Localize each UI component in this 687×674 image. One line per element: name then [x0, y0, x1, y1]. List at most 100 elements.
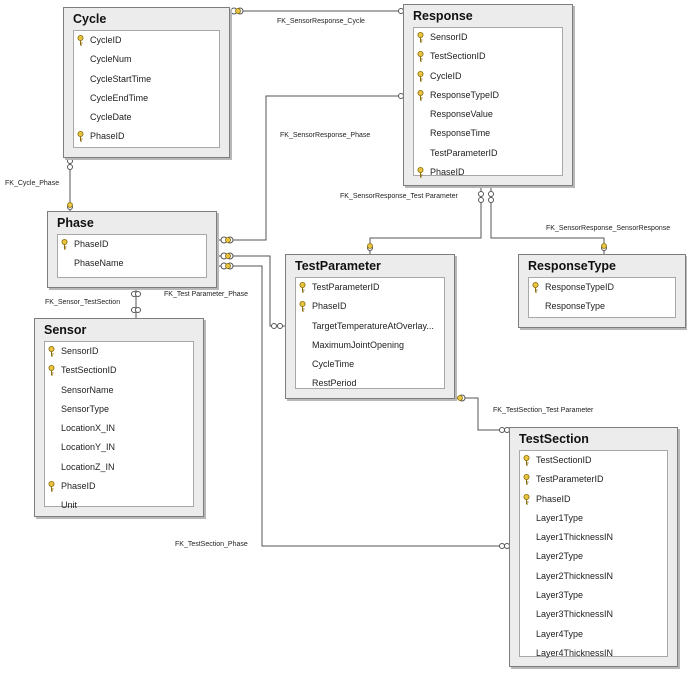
primary-key-icon — [48, 365, 55, 376]
column-name: PhaseID — [90, 131, 125, 142]
column-row[interactable]: MaximumJointOpening — [296, 336, 444, 355]
column-row[interactable]: ResponseValue — [414, 105, 562, 124]
wire-sensorresponse-responsetype — [490, 186, 605, 254]
column-row[interactable]: CycleID — [74, 31, 219, 50]
column-name: SensorID — [61, 346, 99, 356]
primary-key-icon — [417, 167, 424, 178]
primary-key-icon — [77, 35, 84, 46]
column-row[interactable]: SensorID — [45, 342, 193, 361]
table-title: Response — [413, 9, 473, 23]
column-name: LocationY_IN — [61, 442, 116, 453]
primary-key-icon — [417, 89, 424, 101]
column-name: CycleID — [430, 70, 462, 81]
column-name: RestPeriod — [312, 378, 357, 389]
column-name: SensorType — [61, 403, 110, 414]
column-name: PhaseID — [430, 167, 465, 178]
column-row[interactable]: PhaseID — [520, 490, 667, 509]
column-list: TestParameterID PhaseID TargetTemperatureA… — [295, 277, 445, 389]
column-row[interactable]: PhaseID — [45, 477, 193, 496]
column-name: Layer1Type — [536, 512, 584, 523]
primary-key-icon — [532, 282, 539, 293]
column-row[interactable]: Layer3Type — [520, 586, 667, 605]
column-row[interactable]: Layer1ThicknessIN — [520, 528, 667, 547]
primary-key-icon — [61, 239, 68, 250]
column-name: Layer3Type — [536, 590, 584, 601]
column-row[interactable]: PhaseID — [414, 163, 562, 182]
column-row[interactable]: TestParameterID — [296, 278, 444, 297]
column-row[interactable]: Layer4ThicknessIN — [520, 644, 667, 663]
column-row[interactable]: ResponseTime — [414, 124, 562, 143]
column-row[interactable]: SensorID — [414, 28, 562, 47]
column-row[interactable]: LocationY_IN — [45, 438, 193, 457]
rel-label-sensorresponse-sensorresponse: FK_SensorResponse_SensorResponse — [546, 225, 671, 232]
column-row[interactable]: CycleStartTime — [74, 70, 219, 89]
column-row[interactable]: SensorType — [45, 400, 193, 419]
column-row[interactable]: CycleDate — [74, 108, 219, 127]
column-name: TestSectionID — [61, 365, 117, 376]
column-row[interactable]: TestParameterID — [414, 144, 562, 163]
column-name: Layer4Type — [536, 628, 584, 639]
wire-sensorresponse-phase — [218, 95, 406, 241]
column-name: ResponseValue — [430, 109, 493, 120]
column-row[interactable]: ResponseTypeID — [529, 278, 675, 297]
rel-label-sensorresponse-testparameter: FK_SensorResponse_Test Parameter — [340, 193, 458, 200]
column-row[interactable]: ResponseType — [529, 297, 675, 316]
column-row[interactable]: Layer4Type — [520, 625, 667, 644]
column-name: CycleID — [90, 35, 122, 45]
rel-label-sensor-testsection: FK_Sensor_TestSection — [45, 299, 121, 306]
rel-label-sensorresponse-cycle: FK_SensorResponse_Cycle — [277, 18, 365, 25]
column-row[interactable]: Layer2Type — [520, 547, 667, 566]
column-row[interactable]: SensorName — [45, 381, 193, 400]
column-row[interactable]: PhaseID — [296, 297, 444, 316]
column-name: LocationZ_IN — [61, 461, 115, 472]
primary-key-icon — [77, 131, 84, 142]
column-row[interactable]: CycleID — [414, 67, 562, 86]
column-row[interactable]: RestPeriod — [296, 374, 444, 393]
column-row[interactable]: CycleTime — [296, 355, 444, 374]
column-name: Layer2Type — [536, 551, 584, 562]
column-name: ResponseType — [545, 301, 606, 312]
primary-key-icon — [48, 346, 55, 357]
column-row[interactable]: Layer1Type — [520, 509, 667, 528]
column-row[interactable]: PhaseName — [58, 254, 206, 273]
column-row[interactable]: TestSectionID — [45, 361, 193, 380]
column-row[interactable]: Layer3ThicknessIN — [520, 605, 667, 624]
primary-key-icon — [299, 301, 306, 312]
column-row[interactable]: TestSectionID — [520, 451, 667, 470]
column-row[interactable]: PhaseID — [74, 127, 219, 146]
primary-key-icon — [523, 493, 530, 505]
column-name: Unit — [61, 500, 78, 511]
column-name: TestSectionID — [536, 455, 592, 465]
column-row[interactable]: CycleEndTime — [74, 89, 219, 108]
table-title: Phase — [57, 216, 94, 230]
primary-key-icon — [417, 51, 424, 62]
column-row[interactable]: TestSectionID — [414, 47, 562, 66]
column-row[interactable]: LocationZ_IN — [45, 458, 193, 477]
column-row[interactable]: Unit — [45, 496, 193, 515]
column-row[interactable]: TestParameterID — [520, 470, 667, 489]
column-name: CycleTime — [312, 359, 355, 370]
column-name: TestParameterID — [430, 147, 498, 158]
column-row[interactable]: TargetTemperatureAtOverlay... — [296, 317, 444, 336]
column-row[interactable]: Layer2ThicknessIN — [520, 567, 667, 586]
column-row[interactable]: CycleNum — [74, 50, 219, 69]
column-name: CycleEndTime — [90, 92, 149, 103]
rel-label-testsection-phase: FK_TestSection_Phase — [175, 541, 248, 548]
column-name: TargetTemperatureAtOverlay... — [312, 320, 434, 331]
table-responsetype[interactable]: ResponseType ResponseTypeID ResponseType — [518, 254, 686, 328]
column-row[interactable]: ResponseTypeID — [414, 86, 562, 105]
column-row[interactable]: LocationX_IN — [45, 419, 193, 438]
column-name: PhaseID — [312, 301, 347, 312]
column-row[interactable]: PhaseID — [58, 235, 206, 254]
table-title: ResponseType — [528, 259, 616, 273]
primary-key-icon — [48, 481, 55, 492]
